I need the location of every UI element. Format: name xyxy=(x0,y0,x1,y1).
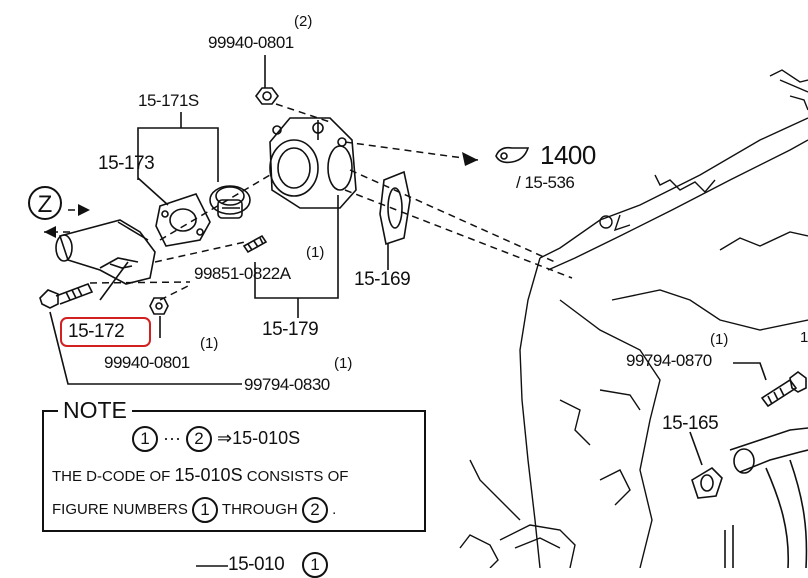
thermostat xyxy=(209,185,251,219)
stud-bolt xyxy=(242,234,268,254)
engine-block xyxy=(459,69,808,568)
note-line2-code: 15-010S xyxy=(174,465,243,485)
note-arrow-text: ⇒15-010S xyxy=(217,427,301,448)
qty-99940-0801-top: (2) xyxy=(294,13,313,30)
leader-lines xyxy=(49,55,767,567)
qty-right-edge: 1 xyxy=(800,329,808,346)
highlight-box xyxy=(60,317,151,347)
label-15-172[interactable]: 15-172 xyxy=(68,321,125,342)
note-line3-circle-2: 2 xyxy=(301,497,328,523)
bolt-99794-0830 xyxy=(39,282,94,309)
label-15-536[interactable]: / 15-536 xyxy=(516,173,575,192)
note-box xyxy=(42,410,426,532)
gasket-15-165 xyxy=(691,466,723,499)
note-line-1: 1 ··· 2 ⇒15-010S xyxy=(132,426,300,452)
note-line3-circle-1: 1 xyxy=(192,497,219,523)
note-circle-1: 1 xyxy=(132,426,158,452)
note-line3-b: THROUGH xyxy=(221,500,298,518)
housing-15-179 xyxy=(269,117,357,209)
note-line-3: FIGURE NUMBERS 1 THROUGH 2 . xyxy=(52,497,336,523)
qty-99794-0870: (1) xyxy=(710,331,729,348)
note-dots: ··· xyxy=(163,427,181,448)
label-99794-0870[interactable]: 99794-0870 xyxy=(626,351,712,370)
note-title: NOTE xyxy=(58,399,132,422)
label-15-171S[interactable]: 15-171S xyxy=(138,91,199,110)
note-line2-c: CONSISTS OF xyxy=(246,468,349,485)
note-line2-a: THE D-CODE OF xyxy=(52,468,171,485)
label-99794-0830[interactable]: 99794-0830 xyxy=(244,375,330,394)
dashed-lines xyxy=(44,103,573,301)
bolt-99794-0870 xyxy=(760,371,807,408)
label-99851-0822A[interactable]: 99851-0822A xyxy=(194,264,291,283)
label-1400[interactable]: 1400 xyxy=(540,140,596,170)
pipe-right xyxy=(724,427,808,568)
qty-99794-0830: (1) xyxy=(334,355,353,372)
gasket-15-169 xyxy=(379,170,411,246)
nut-bottom xyxy=(149,297,169,315)
qty-99940-0801-bottom: (1) xyxy=(200,335,219,352)
label-15-010[interactable]: 15-010 xyxy=(228,554,285,575)
gasket-15-173 xyxy=(155,193,211,247)
ref-1400-symbol xyxy=(495,146,530,164)
label-99940-0801-top[interactable]: 99940-0801 xyxy=(208,33,294,52)
label-15-173[interactable]: 15-173 xyxy=(98,153,155,174)
note-circle-2: 2 xyxy=(186,426,213,452)
circle-15-010: 1 xyxy=(302,552,328,578)
outlet-15-172 xyxy=(55,219,156,285)
label-99940-0801-bottom[interactable]: 99940-0801 xyxy=(104,353,190,372)
label-15-169[interactable]: 15-169 xyxy=(354,269,411,290)
note-line3-end: . xyxy=(332,500,337,518)
note-line3-a: FIGURE NUMBERS xyxy=(52,500,188,518)
qty-99851-0822A: (1) xyxy=(306,244,325,261)
note-line-2: THE D-CODE OF 15-010S CONSISTS OF xyxy=(52,466,348,484)
label-15-179[interactable]: 15-179 xyxy=(262,319,319,340)
nut-top xyxy=(255,87,279,105)
label-15-165[interactable]: 15-165 xyxy=(662,413,719,434)
view-z-marker: Z xyxy=(28,186,62,220)
